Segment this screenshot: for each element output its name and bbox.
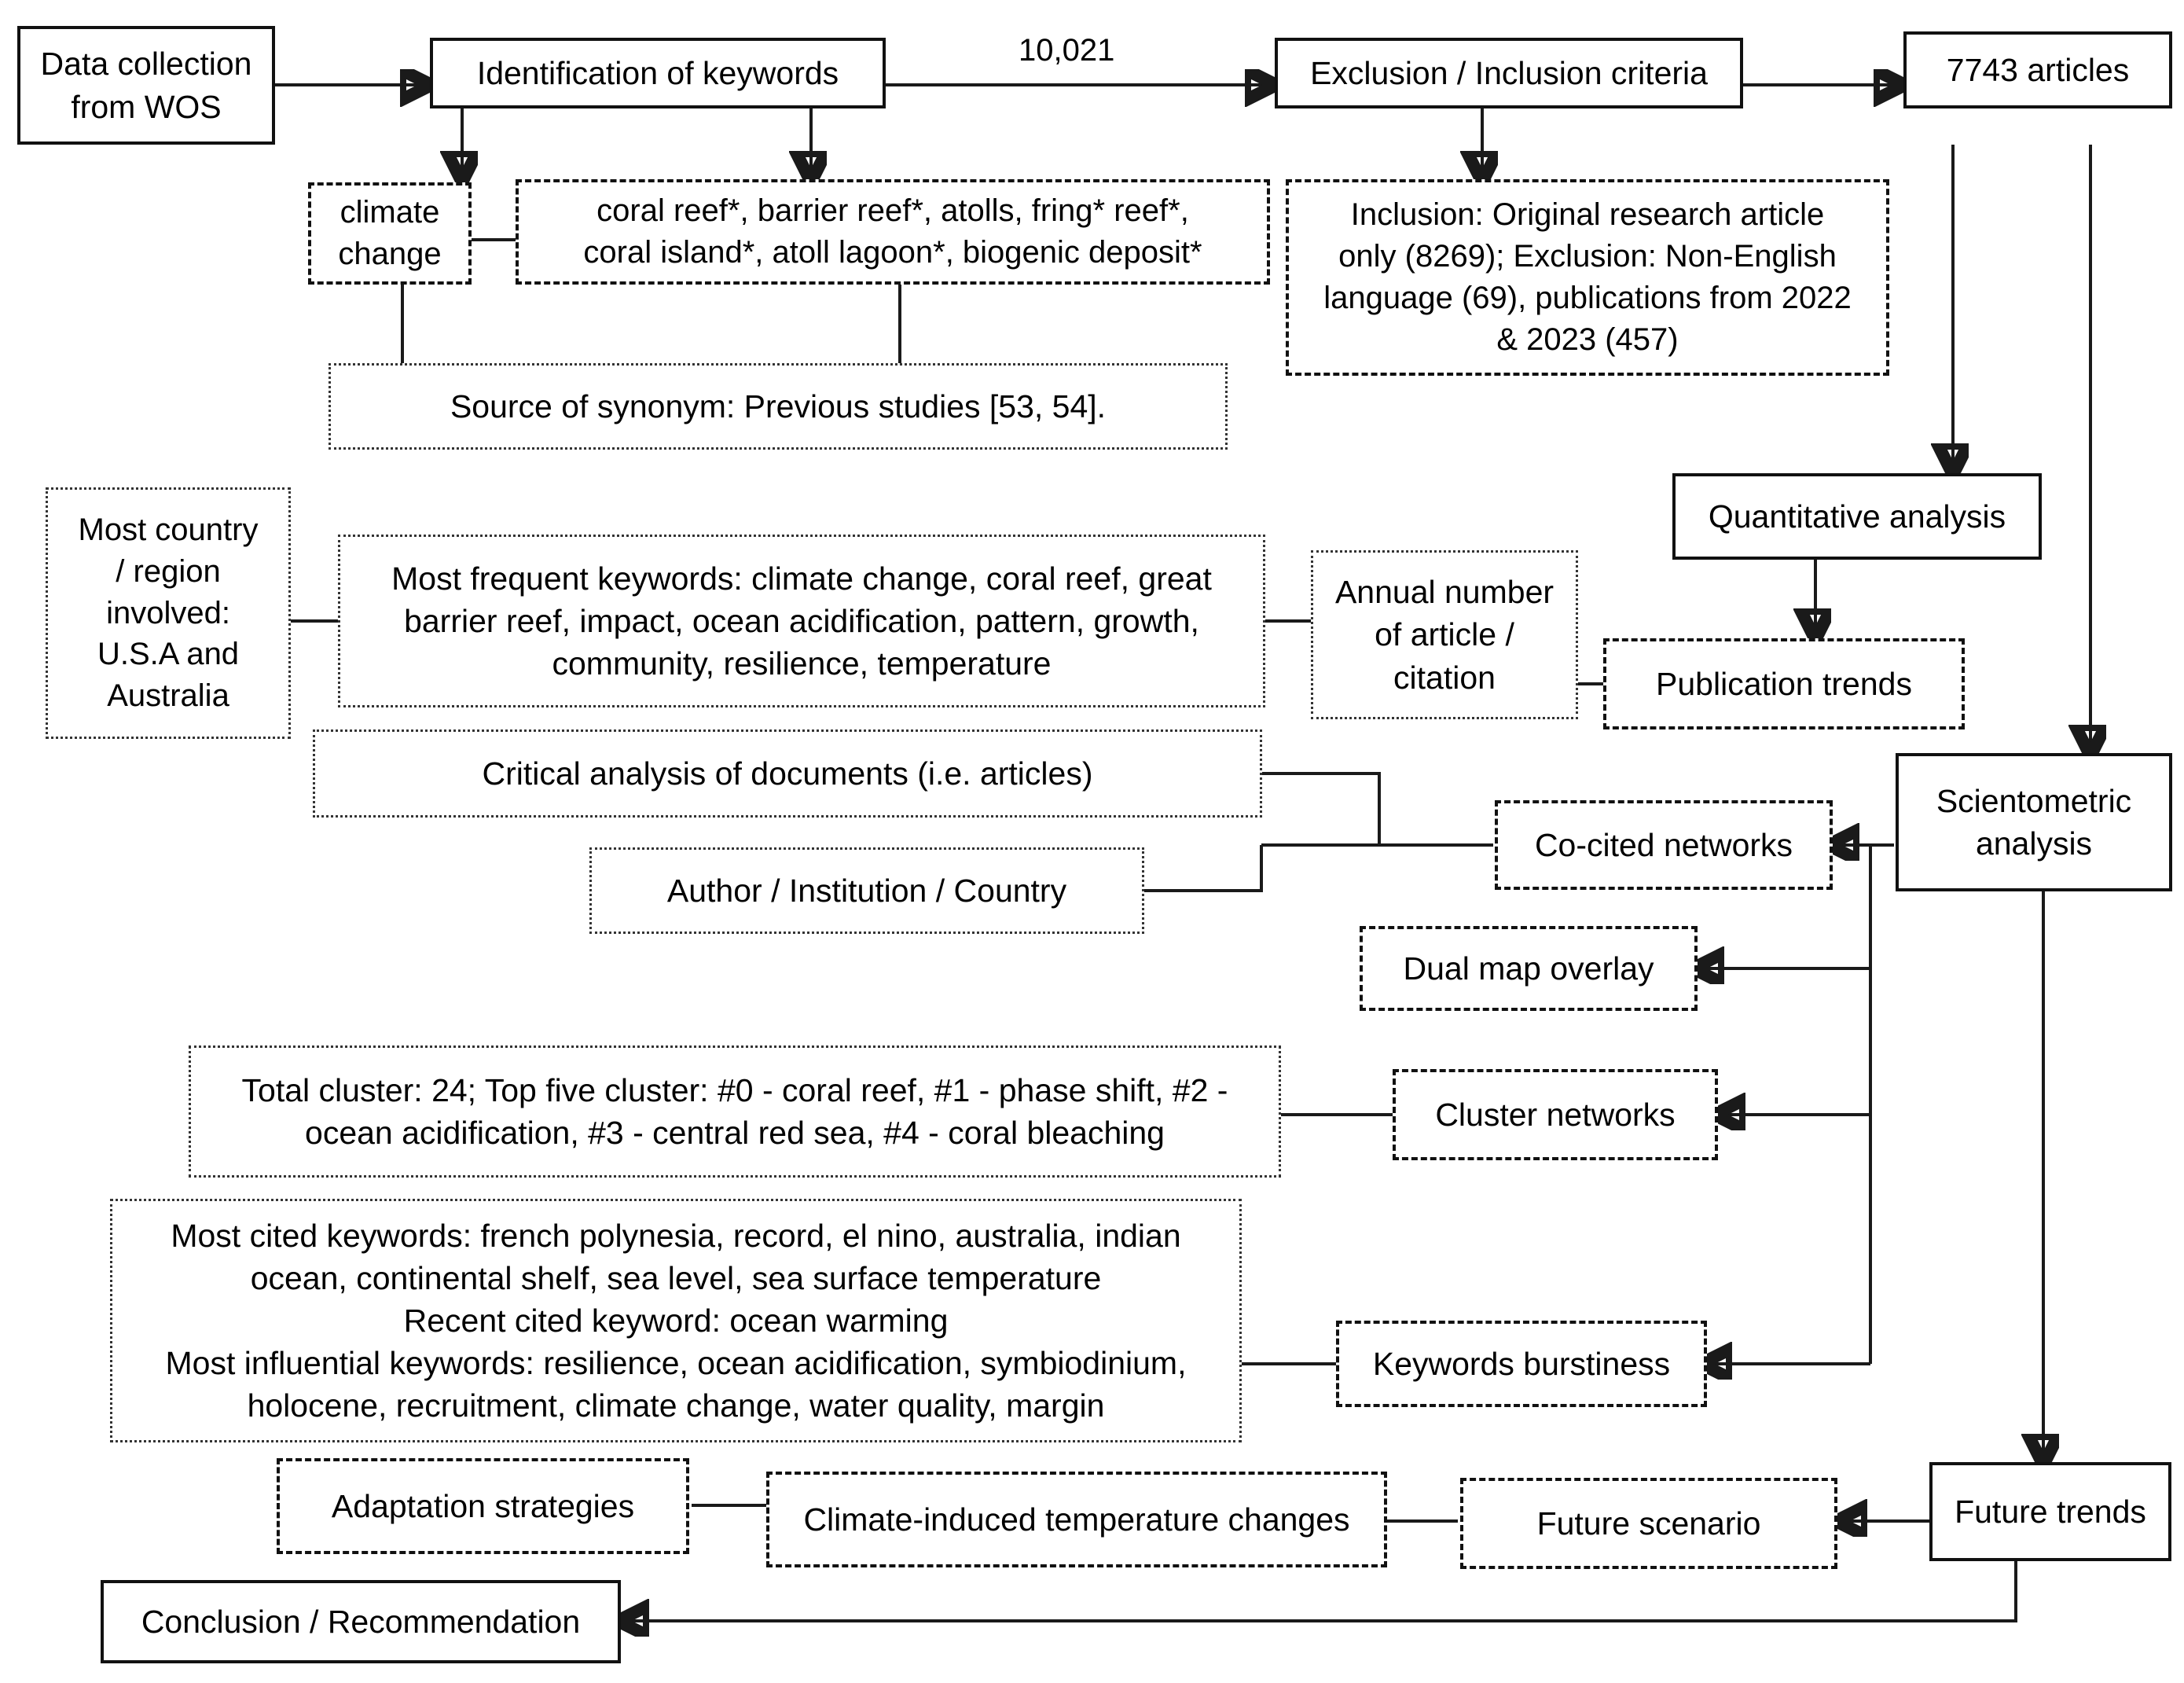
node-source-of-synonym[interactable]: Source of synonym: Previous studies [53,… — [329, 363, 1228, 450]
edge-label-count-10021: 10,021 — [1014, 33, 1120, 68]
node-label: Quantitative analysis — [1708, 498, 2006, 535]
node-cluster-summary[interactable]: Total cluster: 24; Top five cluster: #0 … — [189, 1045, 1281, 1178]
node-future-trends[interactable]: Future trends — [1929, 1462, 2171, 1561]
node-label: coral reef*, barrier reef*, atolls, frin… — [583, 193, 1202, 270]
node-label: 7743 articles — [1946, 51, 2130, 88]
node-climate-change[interactable]: climate change — [308, 182, 472, 285]
node-label: Conclusion / Recommendation — [141, 1603, 581, 1640]
node-adaptation-strategies[interactable]: Adaptation strategies — [277, 1458, 689, 1554]
node-label: Cluster networks — [1435, 1096, 1676, 1133]
node-keywords-burstiness[interactable]: Keywords burstiness — [1336, 1321, 1707, 1407]
node-label: Publication trends — [1656, 665, 1912, 702]
node-cluster-networks[interactable]: Cluster networks — [1393, 1069, 1718, 1160]
node-label: Scientometric analysis — [1936, 782, 2132, 862]
node-annual-number-of-article[interactable]: Annual number of article / citation — [1311, 550, 1578, 719]
node-label: Author / Institution / Country — [666, 872, 1067, 909]
node-keywords-summary[interactable]: Most cited keywords: french polynesia, r… — [110, 1199, 1242, 1442]
node-label: Most frequent keywords: climate change, … — [391, 560, 1212, 682]
node-label: Exclusion / Inclusion criteria — [1310, 54, 1708, 91]
node-future-scenario[interactable]: Future scenario — [1460, 1478, 1837, 1569]
node-dual-map-overlay[interactable]: Dual map overlay — [1360, 926, 1698, 1011]
node-data-collection[interactable]: Data collection from WOS — [17, 26, 275, 145]
node-label: Source of synonym: Previous studies [53,… — [450, 388, 1107, 424]
node-label: Most cited keywords: french polynesia, r… — [165, 1217, 1187, 1424]
node-publication-trends[interactable]: Publication trends — [1603, 638, 1965, 729]
node-exclusion-inclusion-criteria[interactable]: Exclusion / Inclusion criteria — [1275, 38, 1743, 108]
node-label: Inclusion: Original research article onl… — [1323, 197, 1852, 357]
node-scientometric-analysis[interactable]: Scientometric analysis — [1896, 753, 2172, 891]
node-label: climate change — [338, 195, 442, 271]
node-label: Climate-induced temperature changes — [803, 1501, 1350, 1538]
node-label: Most country / region involved: U.S.A an… — [78, 513, 259, 714]
node-label: Future scenario — [1536, 1505, 1761, 1542]
node-7743-articles[interactable]: 7743 articles — [1903, 31, 2172, 108]
node-conclusion-recommendation[interactable]: Conclusion / Recommendation — [101, 1580, 621, 1663]
node-critical-analysis-of-documents[interactable]: Critical analysis of documents (i.e. art… — [313, 729, 1262, 818]
node-identification-of-keywords[interactable]: Identification of keywords — [430, 38, 886, 108]
edge-label-text: 10,021 — [1019, 33, 1115, 68]
node-most-country-region[interactable]: Most country / region involved: U.S.A an… — [46, 487, 291, 739]
node-most-frequent-keywords[interactable]: Most frequent keywords: climate change, … — [338, 535, 1265, 707]
node-label: Future trends — [1955, 1493, 2146, 1530]
node-author-institution-country[interactable]: Author / Institution / Country — [589, 847, 1144, 934]
node-quantitative-analysis[interactable]: Quantitative analysis — [1672, 473, 2042, 560]
node-label: Adaptation strategies — [331, 1487, 635, 1524]
node-label: Identification of keywords — [476, 54, 839, 91]
node-inclusion-exclusion-details[interactable]: Inclusion: Original research article onl… — [1286, 179, 1889, 376]
node-label: Co-cited networks — [1534, 826, 1793, 863]
node-label: Data collection from WOS — [40, 46, 252, 125]
node-label: Total cluster: 24; Top five cluster: #0 … — [241, 1071, 1228, 1151]
node-co-cited-networks[interactable]: Co-cited networks — [1495, 800, 1833, 890]
node-climate-induced-temperature-changes[interactable]: Climate-induced temperature changes — [766, 1472, 1387, 1567]
node-label: Keywords burstiness — [1372, 1345, 1671, 1382]
node-label: Annual number of article / citation — [1334, 574, 1554, 696]
node-label: Critical analysis of documents (i.e. art… — [482, 755, 1093, 792]
node-label: Dual map overlay — [1403, 950, 1654, 987]
node-synonym-keywords[interactable]: coral reef*, barrier reef*, atolls, frin… — [516, 179, 1270, 285]
